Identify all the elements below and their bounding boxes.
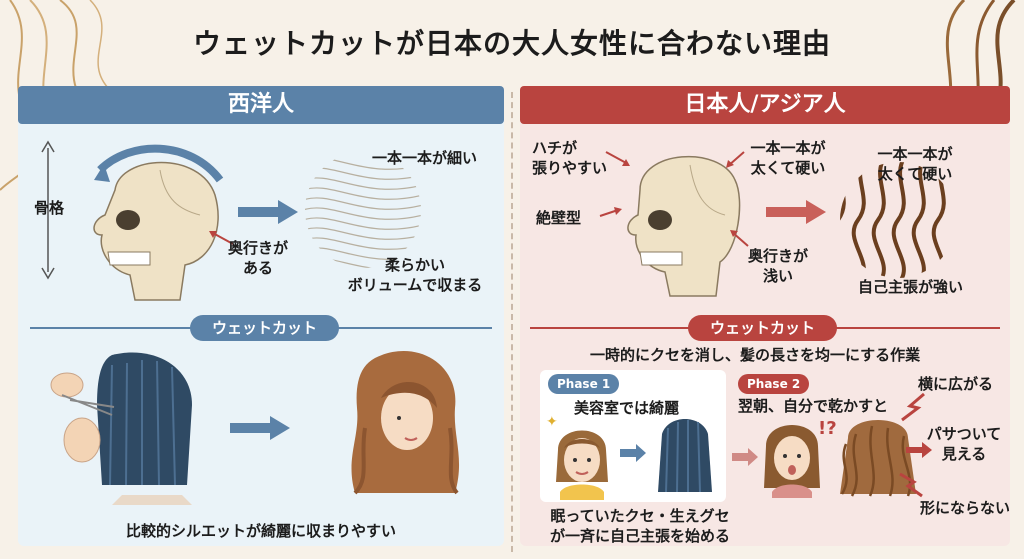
fine-hair-circle — [305, 157, 421, 268]
western-wetcut-pill: ウェットカット — [190, 315, 340, 341]
zeppeki-pointer-arrow — [599, 207, 622, 217]
wetcut-result-arrow — [230, 416, 290, 440]
japanese-header: 日本人/アジア人 — [520, 86, 1010, 124]
phase2-badge: Phase 2 — [738, 374, 810, 394]
phase2-text: 翌朝、自分で乾かすと — [738, 397, 889, 415]
shapeless-bolt-icon — [899, 472, 923, 498]
japanese-arrow-right — [766, 200, 826, 224]
phase2-left-arrow — [732, 448, 758, 466]
western-header: 西洋人 — [18, 86, 504, 124]
effect-shapeless: 形にならない — [920, 499, 1011, 517]
phase2-surprised-face — [764, 425, 820, 498]
phase2-exclaim: !? — [818, 418, 837, 439]
skeleton-label: 骨格 — [34, 199, 65, 217]
spread-bolt-icon — [901, 392, 925, 422]
cutting-hair-illustration — [50, 352, 192, 505]
japanese-bottom-caption: 眠っていたクセ・生えグセが一斉に自己主張を始める — [549, 507, 730, 545]
panel-divider — [511, 92, 513, 552]
japanese-hair-result: 自己主張が強い — [858, 278, 964, 296]
depth-shallow-pointer-arrow — [730, 230, 749, 247]
depth-pointer-arrow — [209, 231, 234, 245]
western-hair-result: 柔らかいボリュームで収まる — [347, 256, 483, 294]
effect-spread: 横に広がる — [918, 375, 994, 393]
japanese-thick-label: 一本一本が太くて硬い — [750, 139, 826, 177]
western-depth-label: 奥行きがある — [228, 239, 289, 277]
thick-hair-circle — [840, 162, 946, 278]
zeppeki-label: 絶壁型 — [536, 209, 582, 227]
dry-arrow-icon — [906, 442, 932, 458]
japanese-hair-label: 一本一本が太くて硬い — [877, 145, 953, 183]
western-woman-wavy-hair — [351, 351, 460, 495]
japanese-depth-label: 奥行きが浅い — [747, 247, 808, 285]
phase1-badge: Phase 1 — [548, 374, 620, 394]
page-title: ウェットカットが日本の大人女性に合わない理由 — [192, 27, 831, 60]
sparkle-icon: ✦ — [546, 414, 558, 430]
effect-dry: パサついて見える — [926, 425, 1002, 463]
wetcut-description: 一時的にクセを消し、髪の長さを均一にする作業 — [590, 346, 921, 364]
phase1-woman-face — [556, 430, 608, 500]
western-hair-label: 一本一本が細い — [372, 149, 478, 167]
phase1-straight-hair — [658, 419, 712, 493]
phase2-frizzy-hair — [840, 420, 916, 497]
skeleton-height-arrow — [41, 140, 55, 280]
western-bottom-caption: 比較的シルエットが綺麗に収まりやすい — [126, 522, 397, 540]
western-skull-illustration — [93, 144, 224, 301]
thick-pointer-arrow — [726, 151, 745, 168]
phase1-text: 美容室では綺麗 — [574, 399, 680, 417]
phase1-arrow — [620, 444, 646, 462]
hachi-pointer-arrow — [605, 151, 630, 166]
hachi-label: ハチが張りやすい — [532, 139, 608, 177]
japanese-skull-illustration — [627, 155, 741, 297]
western-arrow-right — [238, 200, 298, 224]
japanese-wetcut-pill: ウェットカット — [688, 315, 838, 341]
